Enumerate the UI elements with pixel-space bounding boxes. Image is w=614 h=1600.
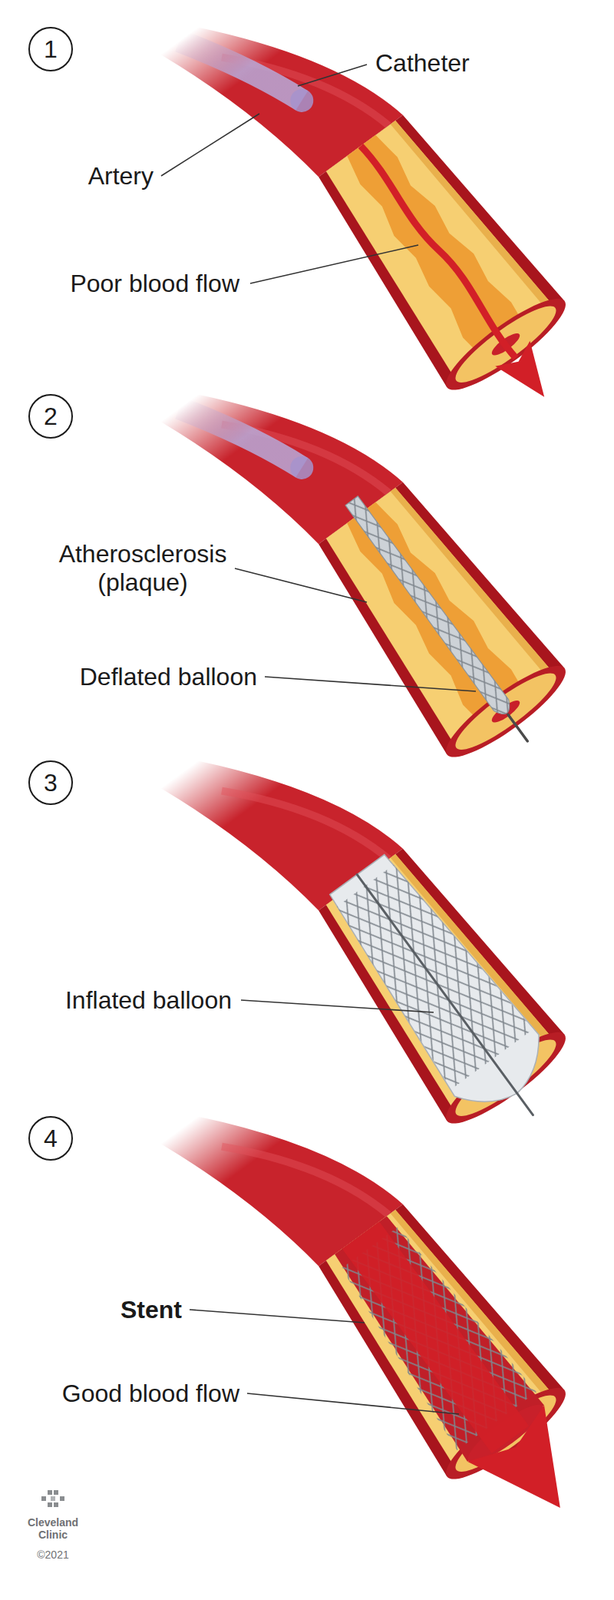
step-circle: 3	[28, 759, 73, 805]
blood-flow-band	[342, 1220, 529, 1453]
flow-arrowhead	[495, 340, 562, 410]
artery-wall	[160, 1036, 565, 1496]
blood-flow-line	[359, 143, 520, 360]
artery-panel-4	[160, 1036, 614, 1571]
inflated-balloon	[314, 842, 559, 1123]
catheter-tip	[285, 84, 318, 117]
step-circle: 2	[28, 393, 73, 439]
leader-line	[234, 567, 367, 602]
leader-line	[240, 999, 434, 1012]
catheter-tip	[285, 451, 318, 484]
deflated-balloon	[344, 495, 515, 719]
artery-wall	[160, 680, 565, 1141]
callout-number: 2	[43, 403, 58, 429]
callout-number: 1	[43, 36, 58, 62]
part-label: Deflated balloon	[79, 662, 258, 691]
artery-panel-3	[160, 680, 592, 1178]
part-label: Cleveland Clinic	[22, 1515, 84, 1540]
callout-number: 4	[43, 1125, 58, 1150]
open-lumen	[322, 1205, 545, 1460]
step-circle: 4	[28, 1115, 73, 1160]
part-label: ©2021	[22, 1547, 84, 1560]
leader-line	[297, 64, 367, 86]
leader-line	[247, 1392, 459, 1413]
part-label: Inflated balloon	[65, 985, 232, 1014]
part-label: Good blood flow	[62, 1378, 240, 1407]
leader-line	[264, 676, 476, 691]
clinic-logo	[41, 1488, 65, 1506]
plaque-core	[336, 495, 530, 730]
part-label: Poor blood flow	[69, 269, 240, 298]
guidewire-tip	[508, 713, 528, 741]
artery-panel-1	[160, 0, 603, 461]
leader-line	[250, 244, 419, 284]
part-label: Catheter	[375, 49, 470, 78]
callout-number: 3	[43, 769, 58, 795]
step-circle: 1	[28, 26, 73, 72]
crimped-stent	[344, 495, 515, 719]
part-label: Atherosclerosis (plaque)	[42, 539, 243, 597]
artery-wall	[160, 0, 565, 408]
part-label: Stent	[120, 1294, 182, 1324]
flow-arrowhead	[467, 1404, 599, 1535]
catheter	[179, 369, 303, 506]
leader-line	[161, 113, 260, 176]
guidewire	[356, 874, 533, 1115]
part-label: Artery	[88, 161, 154, 191]
leader-line	[189, 1308, 365, 1322]
catheter	[179, 3, 303, 139]
